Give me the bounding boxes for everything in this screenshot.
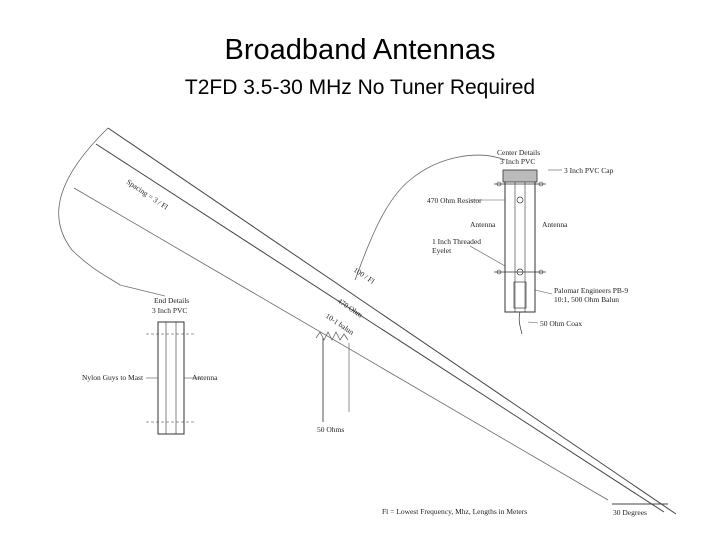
length-label: 100 / Fl <box>352 265 376 286</box>
antenna-right-label: Antenna <box>542 220 568 229</box>
antenna-wire-top <box>107 127 677 515</box>
resistor-zigzag <box>315 331 349 341</box>
spacing-label: Spacing = 3 / Fl <box>125 177 170 211</box>
center-details-title: Center Details <box>497 148 540 157</box>
resistor-470-label: 470 Ohm Resistor <box>427 196 482 205</box>
slide-title: Broadband Antennas <box>224 34 496 66</box>
balun-part-2: 10:1, 500 Ohm Balun <box>554 295 619 304</box>
nylon-guys-label: Nylon Guys to Mast <box>82 373 144 382</box>
antenna-left-label: Antenna <box>470 220 496 229</box>
spacing-loop <box>58 127 121 286</box>
end-details-arrow <box>119 284 166 297</box>
center-details-sub: 3 Inch PVC <box>500 157 535 166</box>
end-details-sub: 3 Inch PVC <box>152 306 187 315</box>
antenna-wire-inner <box>73 187 609 501</box>
footnote: Fl = Lowest Frequency, Mhz, Lengths in M… <box>382 507 527 516</box>
eyelet-label-2: Eyelet <box>432 246 452 255</box>
center-leaders <box>146 169 562 379</box>
center-connector <box>354 154 506 281</box>
fifty-ohms-label: 50 Ohms <box>317 425 344 434</box>
eyelet-label-1: 1 Inch Threaded <box>432 237 481 246</box>
pvc-cap-label: 3 Inch PVC Cap <box>564 166 614 175</box>
end-details-title: End Details <box>154 296 189 305</box>
end-antenna-label: Antenna <box>192 373 218 382</box>
balun-part-1: Palomar Engineers PB-9 <box>554 286 628 295</box>
antenna-wire-bottom <box>95 143 665 513</box>
coax-label: 50 Ohm Coax <box>540 319 582 328</box>
center-details-tube <box>494 169 546 335</box>
slide-subtitle: T2FD 3.5-30 MHz No Tuner Required <box>184 76 536 99</box>
angle-label: 30 Degrees <box>613 508 647 517</box>
